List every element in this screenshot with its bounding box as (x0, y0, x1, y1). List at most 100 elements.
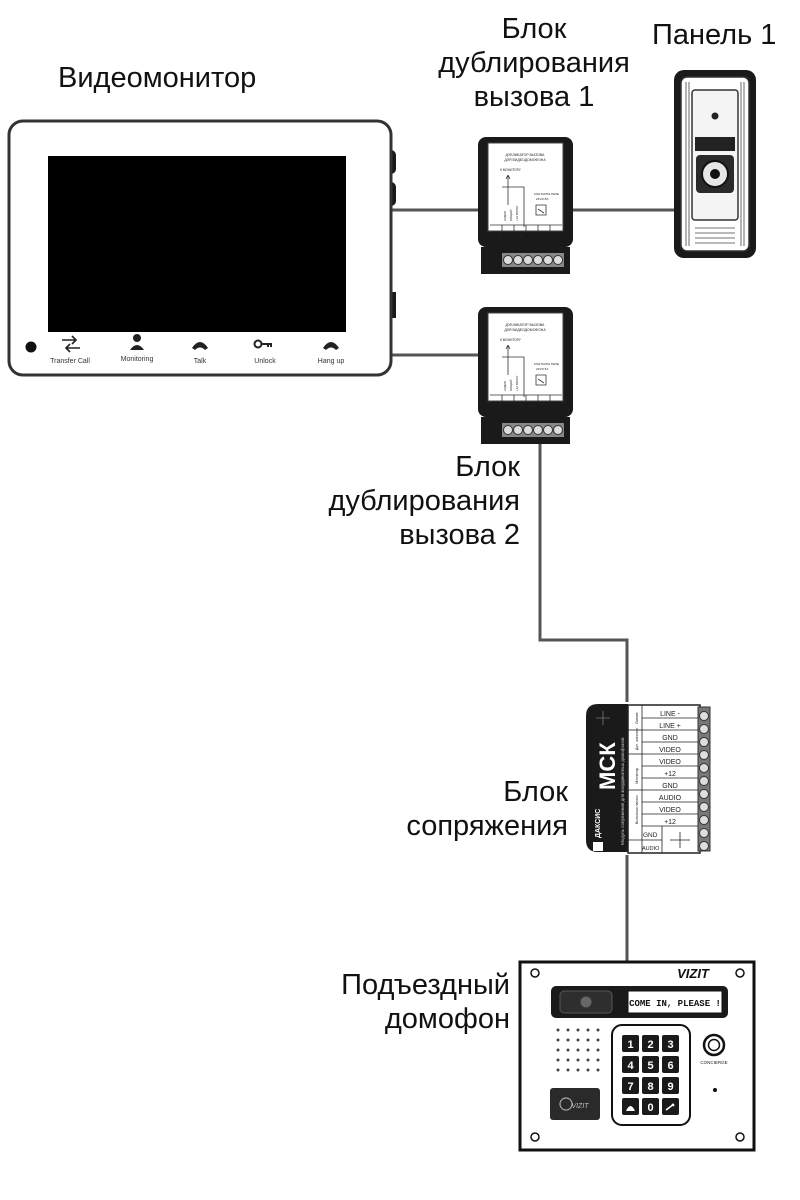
msk-terminal-label: GND (662, 735, 678, 742)
handset-icon (192, 342, 208, 350)
duplicator-wire-label: ОБЩИЙ (509, 210, 513, 221)
keypad-key-7[interactable]: 7 (622, 1077, 639, 1094)
duplicator-title-line2: ДЛЯ ВИДЕОДОМОФОНА (504, 328, 546, 332)
keypad-key-label: 3 (667, 1039, 673, 1051)
label-line: Подъездный (341, 969, 510, 1001)
panel-ribs (685, 82, 745, 246)
duplicator-terminal: ⊥ (509, 403, 513, 409)
duplicator-terminal: A (498, 403, 502, 409)
duplicator-terminal: C (554, 233, 558, 238)
duplicator-contacts-rating: 24V/0.5A (536, 197, 548, 201)
keypad-key-label: 6 (667, 1060, 673, 1072)
msk-side-text: Модуль сопряжения для координатных домоф… (620, 737, 625, 845)
monitor-button-label: Unlock (254, 358, 276, 365)
keypad-key-label: 7 (627, 1081, 633, 1093)
monitor-button-unlock[interactable]: Unlock (253, 339, 276, 366)
monitor-button-label: Transfer Call (50, 358, 90, 365)
card-reader-logo: VIZIT (571, 1103, 589, 1110)
msk-terminal-label: AUDIO (659, 795, 682, 802)
msk-plus-mark (596, 711, 610, 725)
duplicator-wire-label: ОБЩИЙ (509, 380, 513, 391)
duplicator-wire-label: АУДИО (503, 210, 507, 221)
monitor-button-talk[interactable]: Talk (192, 342, 208, 365)
wires (392, 208, 680, 962)
call-duplicator-1: ДУБЛИКАТОР ВЫЗОВА ДЛЯ ВИДЕОДОМОФОНА К МО… (477, 136, 574, 275)
label-line: вызова 2 (399, 519, 520, 551)
entrance-concierge-button[interactable]: CONCIERGE (700, 1033, 728, 1065)
keypad-key-3[interactable]: 3 (662, 1035, 679, 1052)
bell-icon (710, 169, 720, 179)
msk-model-label: МСК (595, 742, 620, 790)
msk-terminal-label: +12 (664, 819, 676, 826)
msk-terminal-label: LINE - (660, 711, 681, 718)
label-line: Блок (455, 451, 520, 483)
bell-icon (626, 1106, 635, 1111)
keypad-key-8[interactable]: 8 (642, 1077, 659, 1094)
duplicator-terminal: NO (541, 403, 548, 408)
entrance-panel-screws (530, 968, 745, 1142)
wire-duplicator2-msk (538, 440, 629, 702)
msk-bottom-terminal-label: AUDIO (642, 846, 660, 852)
monitor-button-monitoring[interactable]: Monitoring (121, 334, 154, 363)
duplicator-title-line1: ДУБЛИКАТОР ВЫЗОВА (506, 323, 545, 327)
monitor-button-transfer-call[interactable]: Transfer Call (50, 335, 90, 365)
duplicator-title-line1: ДУБЛИКАТОР ВЫЗОВА (506, 153, 545, 157)
entrance-display (627, 990, 723, 1014)
label-duplicator-2: Блок дублирования вызова 2 (280, 450, 520, 552)
card-reader-symbol-icon (559, 1097, 573, 1111)
keypad-key-key[interactable] (662, 1098, 679, 1115)
msk-interface-block: LINE - LINE + GND VIDEO VIDEO +12 GND AU… (586, 704, 711, 854)
duplicator-wire-label: +12 ВОЛЬТ (515, 205, 519, 221)
msk-terminal-label: VIDEO (659, 807, 681, 814)
duplicator-contacts-rating: 24V/0.5A (536, 367, 548, 371)
concierge-label: CONCIERGE (700, 1060, 727, 1065)
entrance-card-reader[interactable] (550, 1088, 600, 1120)
entrance-indicator-led (713, 1088, 717, 1092)
label-entrance-intercom: Подъездный домофон (290, 968, 510, 1036)
monitor-screen (48, 156, 346, 332)
keypad-key-1[interactable]: 1 (622, 1035, 639, 1052)
msk-bottom-terminal-label: GND (643, 832, 658, 839)
monitor-power-led (25, 341, 37, 353)
label-line: дублирования (328, 485, 520, 517)
keypad-key-9[interactable]: 9 (662, 1077, 679, 1094)
label-text: Панель 1 (652, 19, 777, 51)
duplicator-terminal: NC (530, 233, 537, 238)
keypad-key-4[interactable]: 4 (622, 1056, 639, 1073)
keypad-key-label: 5 (647, 1060, 653, 1072)
call-duplicator-2: ДУБЛИКАТОР ВЫЗОВА ДЛЯ ВИДЕОДОМОФОНА К МО… (477, 306, 574, 445)
keypad-key-call[interactable] (622, 1098, 639, 1115)
duplicator-to-monitor: К МОНИТОРУ (500, 168, 522, 172)
duplicator-terminal: NO (541, 233, 548, 238)
key-icon (253, 339, 272, 349)
duplicator-to-monitor: К МОНИТОРУ (500, 338, 522, 342)
duplicator-terminal: + (519, 233, 523, 240)
entrance-keypad: 1 2 3 4 5 6 7 8 9 0 (622, 1035, 679, 1115)
duplicator-terminal: ⊥ (509, 233, 513, 239)
msk-group-label: Линия (634, 713, 639, 724)
label-panel-1: Панель 1 (652, 18, 776, 52)
video-monitor: Transfer Call Monitoring Talk Unlock Han… (7, 119, 396, 377)
monitor-button-label: Talk (194, 358, 207, 365)
monitor-button-label: Monitoring (121, 356, 154, 363)
msk-brand-logo-icon (593, 842, 603, 851)
msk-terminal-label: +12 (664, 771, 676, 778)
keypad-key-2[interactable]: 2 (642, 1035, 659, 1052)
transfer-arrows-icon (62, 335, 80, 353)
label-line: вызова 1 (473, 81, 595, 113)
entrance-brand-logo: VIZIT (677, 966, 710, 981)
duplicator-terminal: A (498, 233, 502, 239)
keypad-key-6[interactable]: 6 (662, 1056, 679, 1073)
msk-terminal-label: VIDEO (659, 747, 681, 754)
monitor-button-hang-up[interactable]: Hang up (318, 342, 345, 365)
duplicator-wire-label: АУДИО (503, 380, 507, 391)
entrance-display-text: COME IN, PLEASE ! (629, 999, 721, 1009)
keypad-key-0[interactable]: 0 (642, 1098, 659, 1115)
msk-group-label: Доп. монитор (635, 728, 639, 750)
speaker-grille-icon (556, 1028, 600, 1072)
msk-brand-label: ДАКСИС (595, 809, 602, 838)
keypad-key-5[interactable]: 5 (642, 1056, 659, 1073)
label-duplicator-1: Блок дублирования вызова 1 (414, 12, 654, 114)
msk-terminal-label: VIDEO (659, 759, 681, 766)
